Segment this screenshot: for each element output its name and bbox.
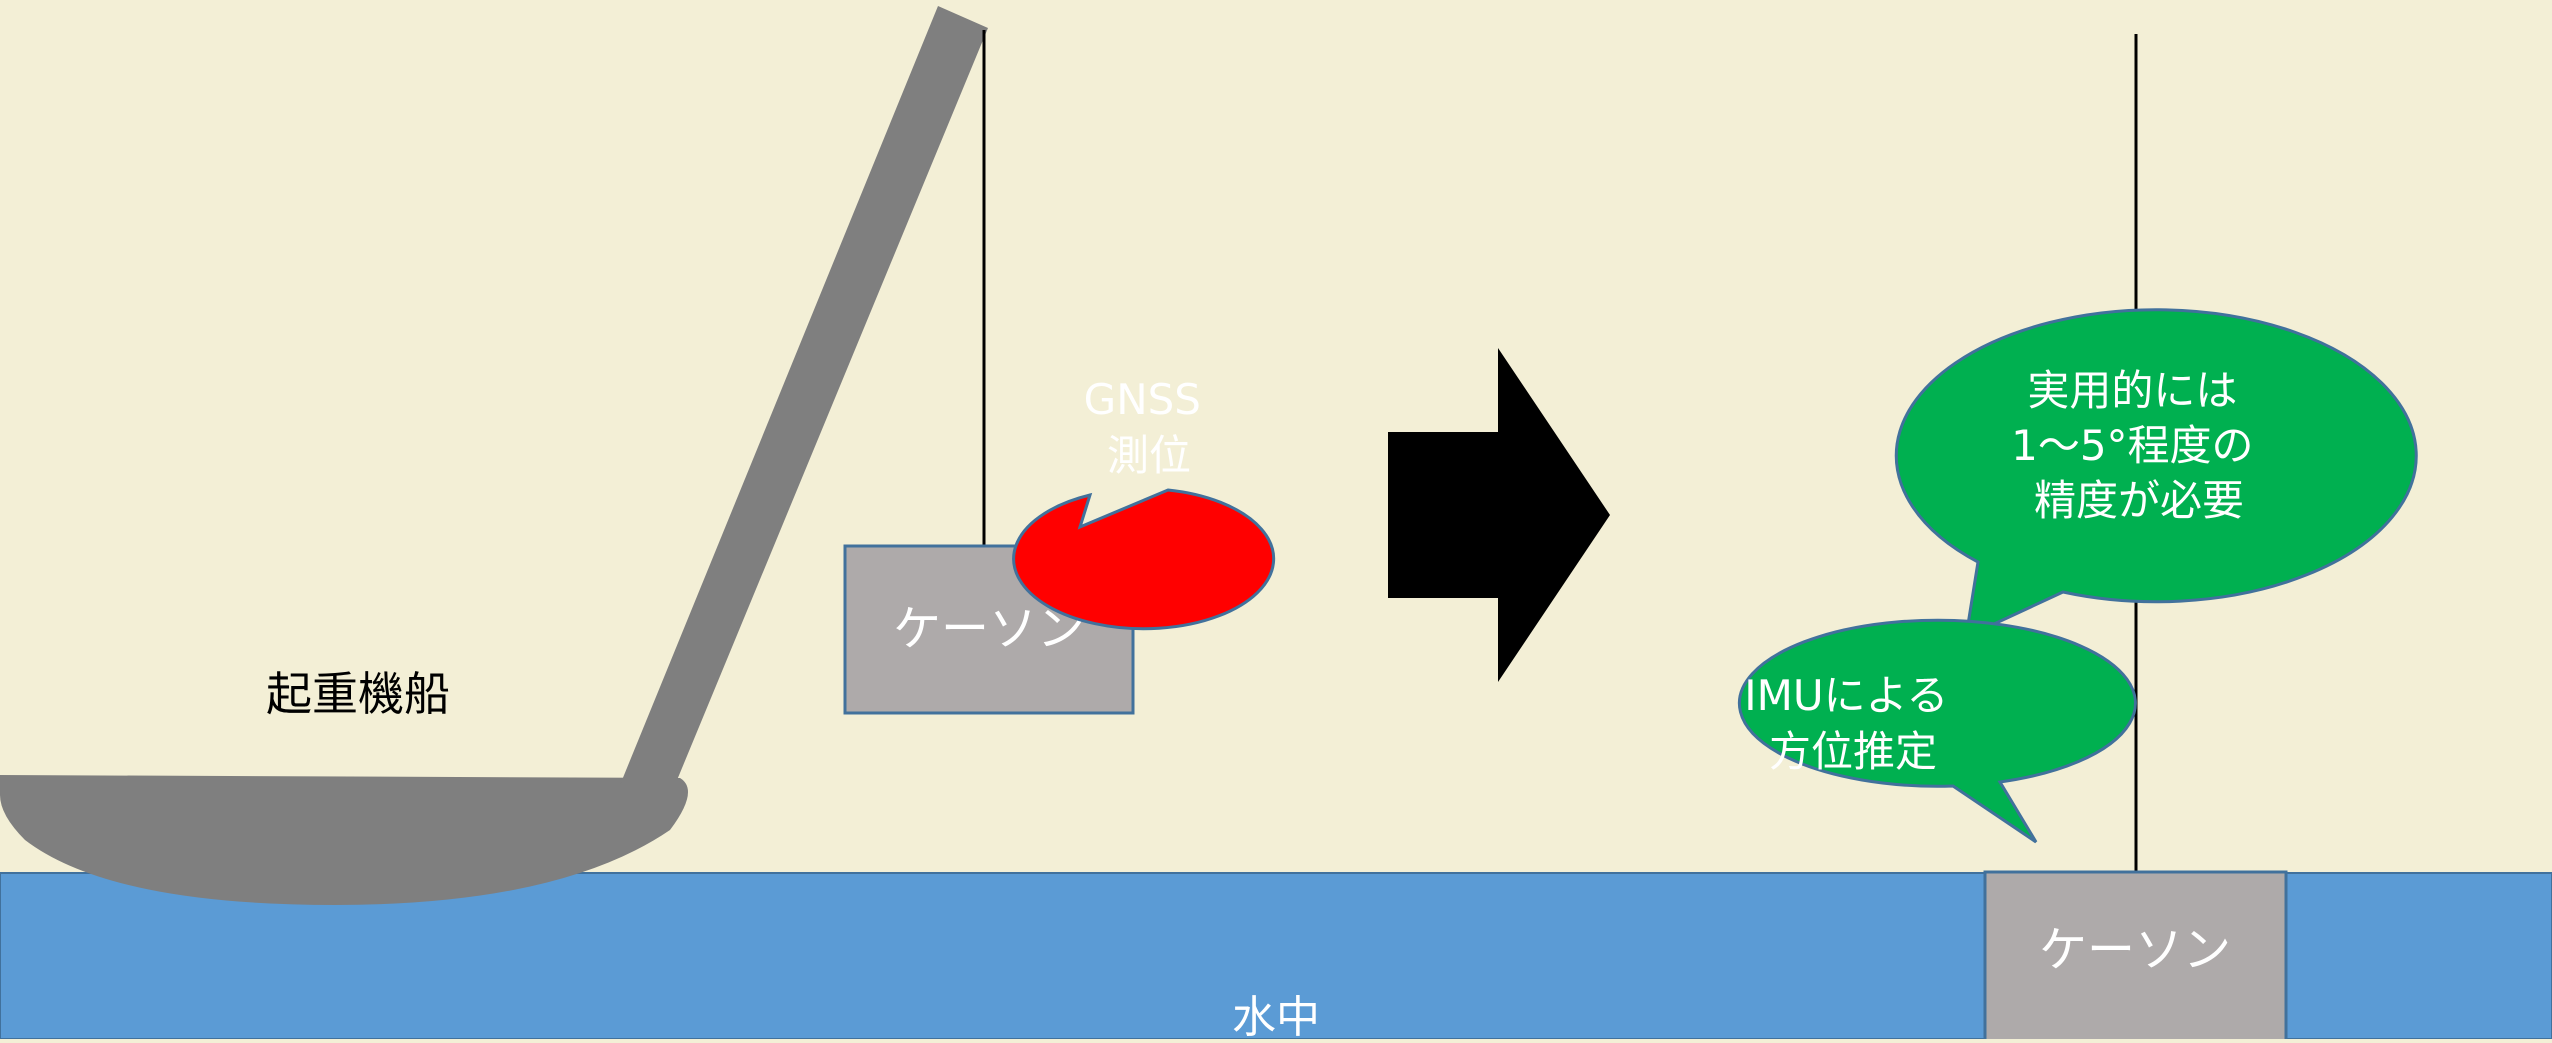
caisson-right	[1983, 870, 2288, 1043]
imu-bubble	[1737, 618, 2137, 844]
caisson-right-label: ケーソン	[2039, 922, 2231, 978]
practical-line-3: 精度が必要	[2034, 476, 2244, 525]
crane-boom	[620, 6, 988, 785]
imu-line-2: 方位推定	[1769, 727, 1937, 776]
practical-line-2: 1～5°程度の	[2011, 421, 2253, 470]
practical-line-1: 実用的には	[2027, 366, 2237, 415]
gnss-bubble-text: GNSS 測位	[1084, 375, 1215, 480]
gnss-line-1: GNSS	[1084, 375, 1201, 424]
imu-bubble-text: IMUによる 方位推定	[1744, 671, 1961, 776]
crane-ship-hull	[0, 775, 688, 905]
practical-accuracy-bubble	[1894, 308, 2418, 640]
gnss-line-2: 測位	[1107, 431, 1191, 480]
practical-accuracy-text: 実用的には 1～5°程度の 精度が必要	[2011, 366, 2267, 525]
gnss-bubble	[1012, 488, 1276, 631]
crane-ship-label: 起重機船	[266, 667, 450, 721]
imu-line-1: IMUによる	[1744, 671, 1948, 720]
right-arrow	[1388, 348, 1610, 682]
water-label: 水中	[1232, 992, 1320, 1039]
